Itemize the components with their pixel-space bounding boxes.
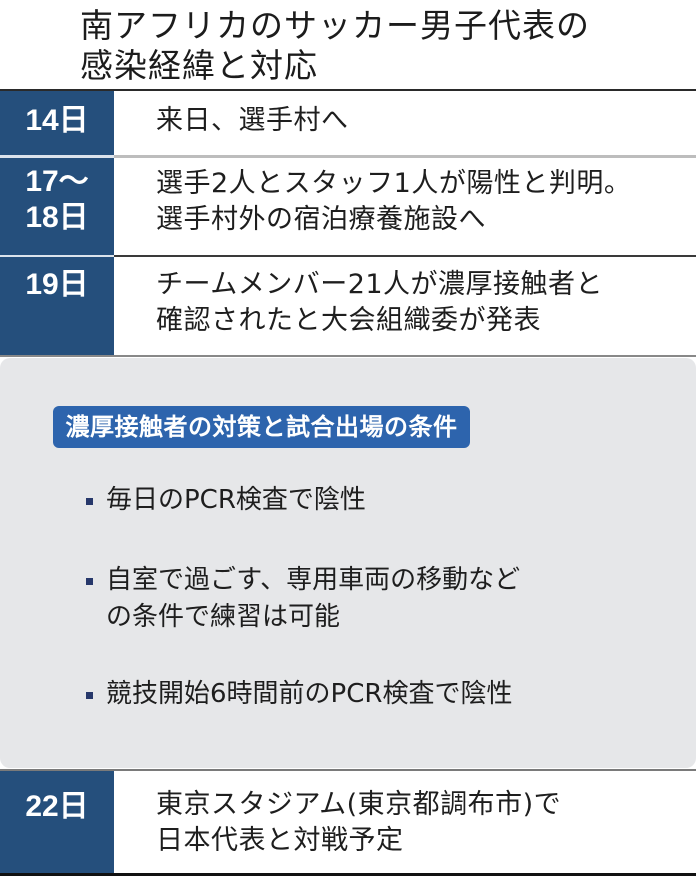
- event-description: 選手2人とスタッフ1人が陽性と判明。 選手村外の宿泊療養施設へ: [114, 158, 696, 255]
- event-line: 来日、選手村へ: [156, 105, 349, 136]
- square-bullet-icon: [86, 692, 93, 699]
- condition-text: 毎日のPCR検査で陰性: [106, 485, 366, 515]
- conditions-heading-badge: 濃厚接触者の対策と試合出場の条件: [53, 406, 470, 448]
- event-line: 日本代表と対戦予定: [156, 825, 404, 856]
- bottom-border: [0, 873, 696, 876]
- condition-item: 競技開始6時間前のPCR検査で陰性: [84, 676, 512, 713]
- condition-text: の条件で練習は可能: [106, 602, 341, 632]
- condition-item: 毎日のPCR検査で陰性: [84, 482, 366, 519]
- event-line: 選手2人とスタッフ1人が陽性と判明。: [156, 168, 632, 199]
- conditions-panel: 濃厚接触者の対策と試合出場の条件 毎日のPCR検査で陰性 自室で過ごす、専用車両…: [0, 358, 696, 768]
- event-line: チームメンバー21人が濃厚接触者と: [156, 269, 604, 300]
- row-divider: [0, 355, 696, 357]
- date-line-2: 18日: [25, 201, 89, 234]
- row-divider: [0, 255, 696, 257]
- infographic-title: 南アフリカのサッカー男子代表の 感染経緯と対応: [80, 6, 690, 86]
- square-bullet-icon: [86, 498, 93, 505]
- date-cell: 22日: [0, 771, 114, 873]
- event-description: 東京スタジアム(東京都調布市)で 日本代表と対戦予定: [114, 771, 696, 873]
- timeline-row-22: 22日 東京スタジアム(東京都調布市)で 日本代表と対戦予定: [0, 771, 696, 873]
- date-line-1: 17〜: [25, 165, 89, 198]
- timeline-row-19: 19日 チームメンバー21人が濃厚接触者と 確認されたと大会組織委が発表: [0, 257, 696, 356]
- event-description: チームメンバー21人が濃厚接触者と 確認されたと大会組織委が発表: [114, 257, 696, 356]
- title-line-2: 感染経緯と対応: [80, 46, 318, 85]
- date-cell: 19日: [0, 257, 114, 356]
- title-line-1: 南アフリカのサッカー男子代表の: [80, 6, 590, 45]
- date-cell: 17〜 18日: [0, 158, 114, 255]
- condition-item: 自室で過ごす、専用車両の移動など の条件で練習は可能: [84, 562, 520, 636]
- condition-text: 自室で過ごす、専用車両の移動など: [106, 565, 521, 595]
- date-cell: 14日: [0, 91, 114, 155]
- condition-text: 競技開始6時間前のPCR検査で陰性: [106, 679, 513, 709]
- square-bullet-icon: [86, 578, 93, 585]
- event-description: 来日、選手村へ: [114, 91, 696, 155]
- timeline-row-17-18: 17〜 18日 選手2人とスタッフ1人が陽性と判明。 選手村外の宿泊療養施設へ: [0, 158, 696, 255]
- event-line: 確認されたと大会組織委が発表: [156, 305, 541, 336]
- event-line: 選手村外の宿泊療養施設へ: [156, 204, 486, 235]
- timeline-row-14: 14日 来日、選手村へ: [0, 89, 696, 155]
- row-divider: [0, 769, 696, 771]
- row-divider: [0, 155, 696, 158]
- event-line: 東京スタジアム(東京都調布市)で: [156, 789, 562, 820]
